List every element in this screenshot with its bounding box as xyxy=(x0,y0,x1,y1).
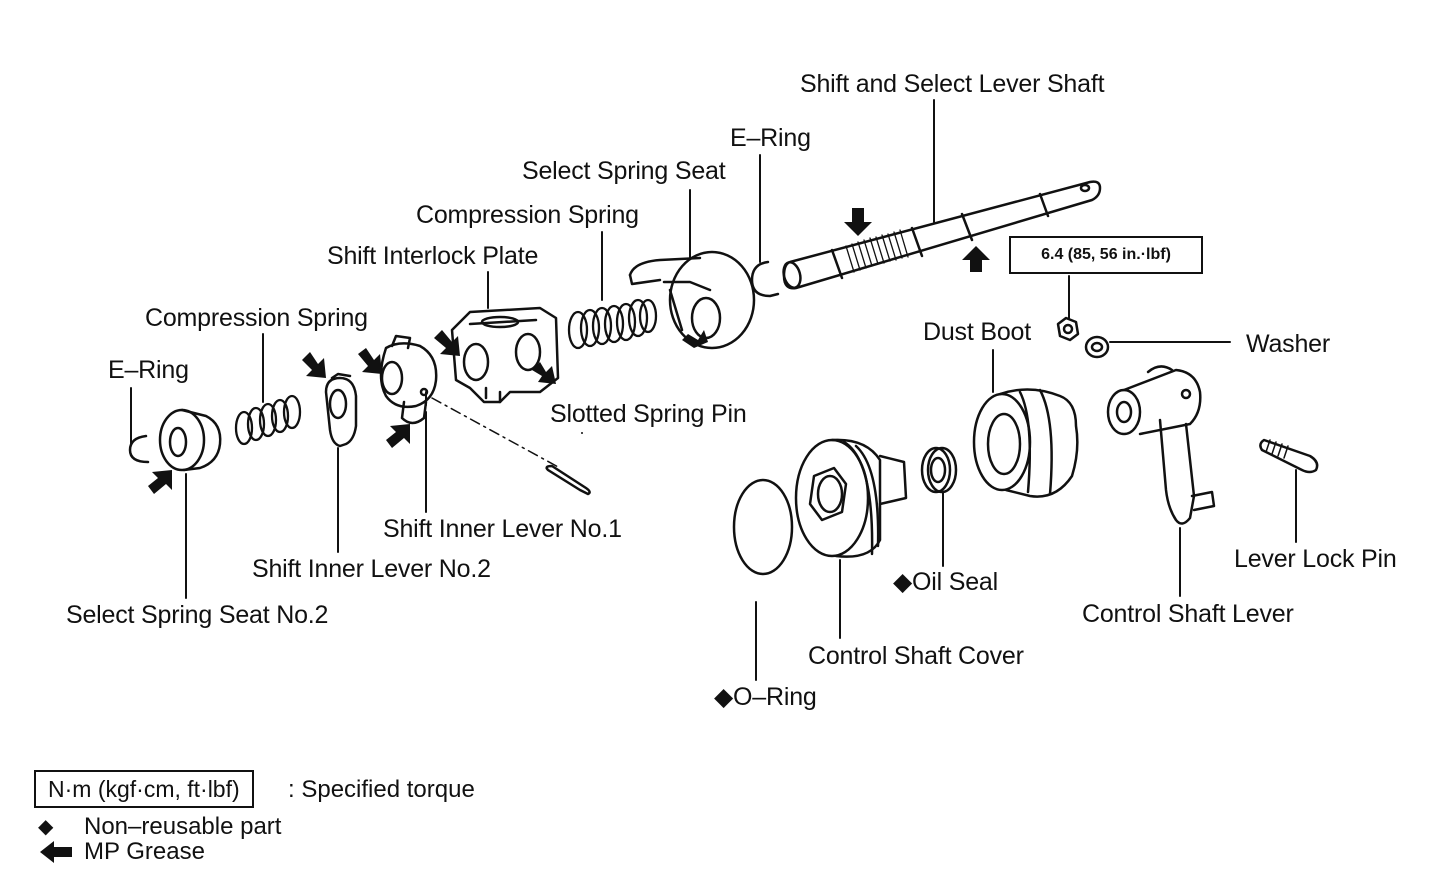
label-shift-inner-lever-no2: Shift Inner Lever No.2 xyxy=(252,555,491,583)
leader-lines xyxy=(130,99,1297,681)
label-control-shaft-cover: Control Shaft Cover xyxy=(808,642,1024,670)
label-select-spring-seat-no2: Select Spring Seat No.2 xyxy=(66,601,329,629)
control-shaft-cover-drawing xyxy=(794,438,908,558)
label-washer: Washer xyxy=(1246,330,1331,358)
legend-torque-unit-box: N·m (kgf·cm, ft·lbf) xyxy=(34,770,254,808)
label-o-ring-text: O–Ring xyxy=(733,683,817,711)
legend-grease: MP Grease xyxy=(84,838,205,865)
label-o-ring: ◆O–Ring xyxy=(714,683,817,711)
nonreusable-diamond-icon: ◆ xyxy=(714,683,734,711)
lever-shaft-drawing xyxy=(782,180,1102,290)
legend-nonreusable-diamond-icon: ◆ xyxy=(38,816,54,838)
slotted-spring-pin-drawing xyxy=(545,464,591,496)
shift-inner-lever-no2-drawing xyxy=(324,372,358,448)
label-oil-seal-text: Oil Seal xyxy=(912,568,998,596)
e-ring-left-drawing xyxy=(128,434,150,464)
label-oil-seal: ◆Oil Seal xyxy=(893,568,998,596)
shift-interlock-plate-drawing xyxy=(450,306,560,404)
grease-arrow-icon xyxy=(40,841,72,863)
dust-boot-drawing xyxy=(972,388,1079,498)
label-shift-inner-lever-no1: Shift Inner Lever No.1 xyxy=(383,515,622,543)
select-spring-seat-drawing xyxy=(628,250,756,350)
oil-seal-drawing xyxy=(920,446,958,494)
grease-arrow-seat2 xyxy=(148,470,172,494)
legend-torque-desc: : Specified torque xyxy=(288,776,475,803)
label-select-spring-seat: Select Spring Seat xyxy=(522,157,726,185)
compression-spring-right-drawing xyxy=(567,298,658,350)
o-ring-drawing xyxy=(732,478,794,576)
lever-lock-pin-drawing xyxy=(1259,438,1319,474)
grease-arrows-lever1 xyxy=(358,348,410,448)
washer-drawing xyxy=(1084,335,1110,359)
legend-nonreusable: Non–reusable part xyxy=(84,813,282,840)
grease-arrow-seat xyxy=(682,330,708,348)
nonreusable-diamond-icon: ◆ xyxy=(893,568,913,596)
label-compression-spring-top: Compression Spring xyxy=(416,201,639,229)
label-control-shaft-lever: Control Shaft Lever xyxy=(1082,600,1294,628)
grease-arrows-shaft xyxy=(844,208,990,272)
pin-alignment-line xyxy=(431,397,561,469)
grease-arrow-lever2 xyxy=(302,352,326,378)
grease-arrows-plate xyxy=(434,330,556,384)
nut-drawing xyxy=(1056,316,1080,342)
e-ring-top-drawing xyxy=(750,260,780,298)
label-lever-lock-pin: Lever Lock Pin xyxy=(1234,545,1397,573)
label-shift-select-lever-shaft: Shift and Select Lever Shaft xyxy=(800,70,1105,98)
label-slotted-spring-pin: Slotted Spring Pin xyxy=(550,400,747,428)
label-e-ring-top: E–Ring xyxy=(730,124,811,152)
label-shift-interlock-plate: Shift Interlock Plate xyxy=(327,242,539,270)
label-e-ring-left: E–Ring xyxy=(108,356,189,384)
torque-spec-box: 6.4 (85, 56 in.·lbf) xyxy=(1009,236,1203,274)
select-spring-seat-no2-drawing xyxy=(158,408,222,472)
label-compression-spring-left: Compression Spring xyxy=(145,304,368,332)
compression-spring-left-drawing xyxy=(234,394,302,446)
control-shaft-lever-drawing xyxy=(1106,365,1216,525)
shift-inner-lever-no1-drawing xyxy=(379,334,438,425)
label-dust-boot: Dust Boot xyxy=(923,318,1031,346)
